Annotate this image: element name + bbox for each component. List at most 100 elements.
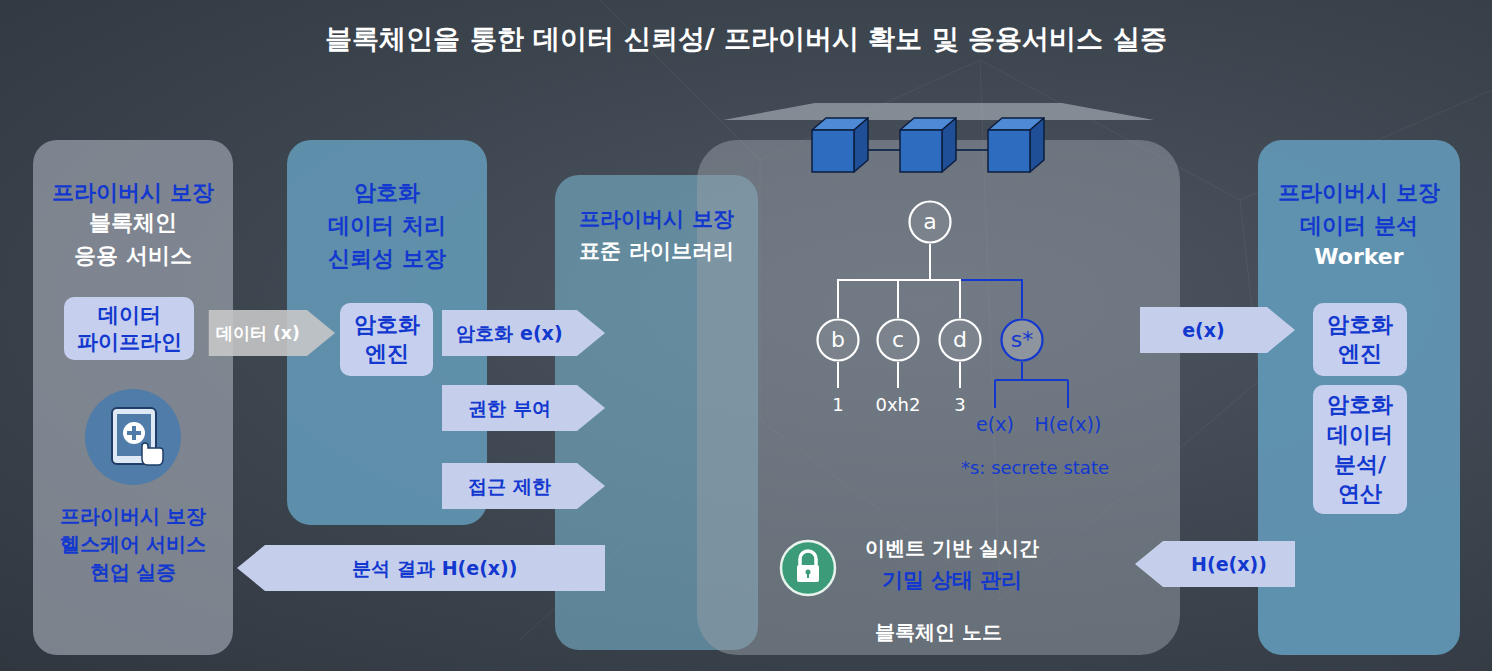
tree-label: 3	[954, 394, 965, 416]
circle-shape	[878, 320, 919, 361]
block-arrow	[209, 310, 335, 356]
lock-icon	[781, 541, 835, 595]
arrow-label: e(x)	[1182, 319, 1225, 342]
tree-node: b	[816, 318, 860, 362]
arrow-label: 데이터 (x)	[216, 323, 300, 344]
arrow-label: 접근 제한	[468, 475, 551, 498]
block-arrow	[442, 463, 605, 509]
box-label: s*	[1011, 327, 1033, 353]
box-label: b	[831, 327, 845, 353]
panel-heading: 암호화 데이터 처리 신뢰성 보장	[323, 176, 451, 275]
text-slot: 암호화 엔진	[340, 303, 433, 376]
panel-text: 블록체인 응용 서비스	[69, 206, 197, 272]
panel-heading: 이벤트 기반 실시간	[865, 534, 1039, 562]
block-arrow	[1140, 307, 1295, 353]
keyhole	[807, 572, 809, 578]
leader-lines	[838, 362, 1068, 408]
box-label: 암호화 데이터 분석/ 연산	[1320, 390, 1399, 509]
hand	[142, 443, 163, 465]
circle-shape	[1002, 320, 1043, 361]
tree-label: 1	[832, 394, 843, 416]
tree-branch	[930, 244, 960, 318]
box-label: 데이터 파이프라인	[71, 302, 187, 355]
lock-body	[797, 565, 819, 582]
text-slot: 프라이버시 보장 데이터 분석	[1258, 176, 1460, 242]
text-slot: c	[876, 318, 920, 362]
box-label: 암호화 엔진	[1322, 311, 1399, 368]
panel-text: 블록체인 노드	[875, 618, 1002, 646]
panel-text: 프라이버시 보장 헬스케어 서비스 현업 실증	[47, 502, 219, 586]
panel-heading: 프라이버시 보장	[579, 205, 733, 234]
arrow-label: 권한 부여	[468, 397, 551, 420]
block-arrow	[442, 385, 605, 431]
tree-branch	[898, 244, 930, 318]
circle-shape	[910, 202, 951, 243]
panel-text: 표준 라이브러리	[579, 237, 733, 266]
tree-branch	[930, 244, 1022, 318]
text-slot: s*	[1000, 318, 1044, 362]
text-slot: Worker	[1258, 242, 1460, 273]
arrow-label: H(e(x))	[1191, 553, 1267, 576]
block-arrow	[1135, 541, 1295, 587]
lock-shackle	[800, 551, 816, 566]
cube-front	[812, 130, 854, 172]
circle-shape	[818, 320, 859, 361]
cube-side	[854, 118, 868, 172]
text-slot: 프라이버시 보장	[33, 176, 233, 209]
tree-node: a	[908, 200, 952, 244]
process-box: 암호화 엔진	[1313, 303, 1407, 376]
text-slot: 기밀 상태 관리	[802, 566, 1102, 595]
text-slot: 데이터 파이프라인	[64, 297, 194, 360]
box-label: d	[953, 327, 967, 353]
blockchain-node-panel: 이벤트 기반 실시간기밀 상태 관리블록체인 노드 a b c d s*	[697, 100, 1180, 655]
text-slot: 표준 라이브러리	[555, 237, 758, 266]
chain-link	[868, 149, 900, 151]
text-slot: 이벤트 기반 실시간	[802, 534, 1102, 562]
leader-line	[897, 362, 899, 388]
box-label: c	[892, 327, 904, 353]
text-slot: d	[938, 318, 982, 362]
cube-front	[988, 130, 1030, 172]
text-slot: 암호화 데이터 분석/ 연산	[1313, 385, 1407, 514]
tree-label: *s: secrete state	[961, 457, 1109, 479]
leader-line	[959, 362, 961, 388]
leader-line	[837, 362, 839, 388]
panel-shape	[697, 140, 1180, 655]
panel-heading: 프라이버시 보장 데이터 분석	[1271, 176, 1447, 242]
text-slot: a	[908, 200, 952, 244]
circle-shape	[940, 320, 981, 361]
plus-circle	[123, 422, 145, 444]
tablet-icon	[85, 389, 181, 485]
tree-node: d	[938, 318, 982, 362]
leader-line	[995, 362, 1068, 408]
panel-heading: 프라이버시 보장	[52, 176, 214, 209]
text-slot: b	[816, 318, 860, 362]
cube-side	[1030, 118, 1044, 172]
box-label: a	[923, 209, 936, 235]
arrow-label: 암호화 e(x)	[456, 322, 562, 345]
tree-node: s*	[1000, 318, 1044, 362]
text-slot: 암호화 데이터 처리 신뢰성 보장	[287, 176, 487, 275]
cube-side	[942, 118, 956, 172]
block-cubes	[812, 118, 1044, 172]
text-slot: 프라이버시 보장	[555, 205, 758, 234]
tree-label: e(x)	[976, 413, 1014, 436]
text-slot: 암호화 엔진	[1313, 303, 1407, 376]
panel-text: Worker	[1314, 242, 1403, 273]
process-box: 데이터 파이프라인	[64, 297, 194, 360]
text-slot: 블록체인 노드	[697, 618, 1180, 646]
diagram-title: 블록체인을 통한 데이터 신뢰성/ 프라이버시 확보 및 응용서비스 실증	[0, 21, 1492, 56]
box-label: 암호화 엔진	[348, 311, 425, 368]
chain-link	[956, 149, 988, 151]
tree-label: H(e(x))	[1035, 413, 1102, 436]
tree-node: c	[876, 318, 920, 362]
tree-branch	[838, 244, 930, 318]
block-arrow	[442, 310, 605, 356]
tree-label: 0xh2	[876, 394, 921, 416]
lock-circle	[781, 541, 835, 595]
process-box: 암호화 데이터 분석/ 연산	[1313, 385, 1407, 514]
block-arrow	[237, 545, 605, 591]
text-slot: 프라이버시 보장 헬스케어 서비스 현업 실증	[33, 502, 233, 586]
icon-circle	[85, 389, 181, 485]
